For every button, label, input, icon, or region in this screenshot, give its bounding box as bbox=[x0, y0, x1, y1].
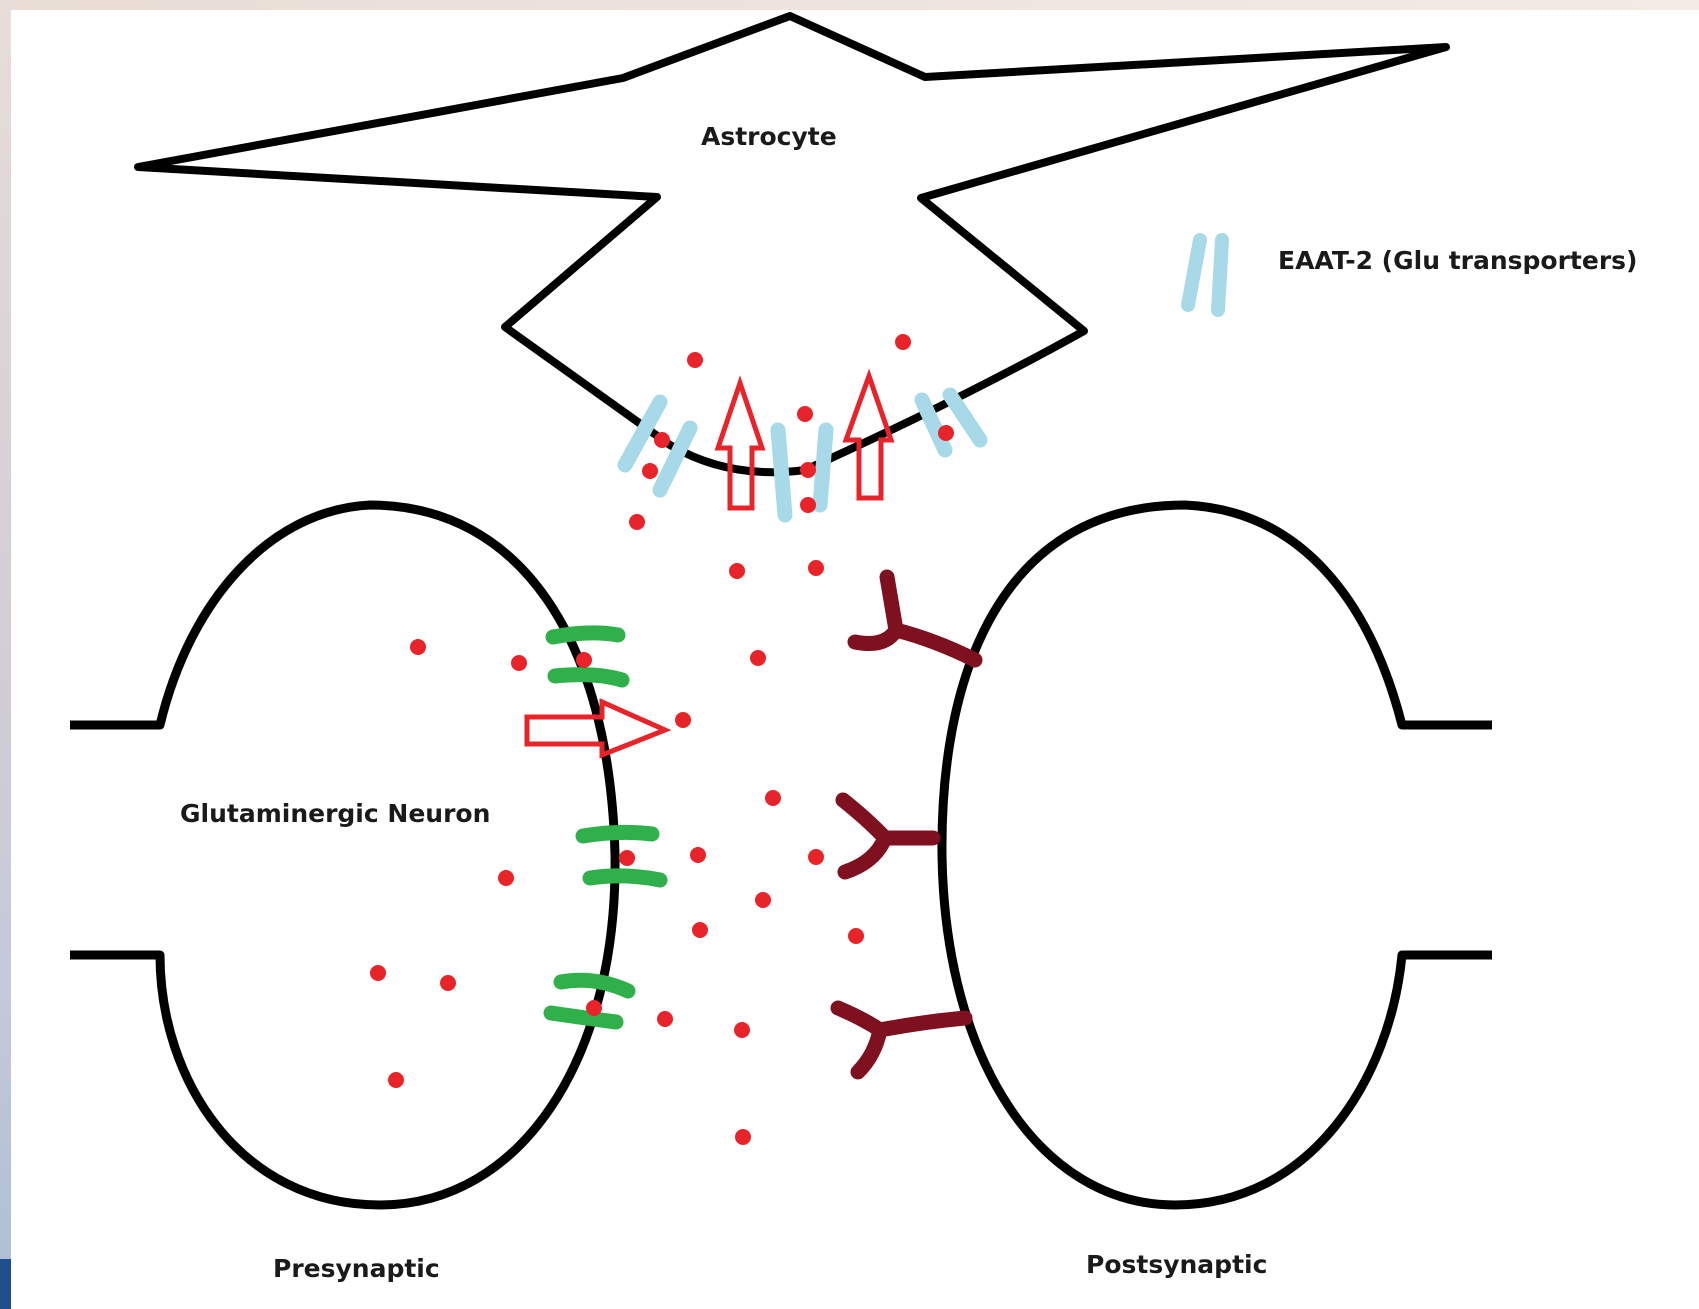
postsynaptic-label: Postsynaptic bbox=[1086, 1250, 1267, 1279]
eaat2-transporter-3b bbox=[950, 395, 980, 440]
presynaptic-label: Presynaptic bbox=[273, 1254, 440, 1283]
glutamate-uptake-arrows bbox=[527, 376, 891, 755]
neuron-label: Glutaminergic Neuron bbox=[180, 799, 490, 828]
eaat2-transporter-2b bbox=[820, 430, 826, 505]
postsynaptic-neuron-outline bbox=[942, 505, 1492, 1205]
legend-label: EAAT-2 (Glu transporters) bbox=[1278, 246, 1637, 275]
uptake-arrow-left bbox=[718, 383, 762, 508]
postsynaptic-receptors bbox=[838, 577, 975, 1072]
eaat2-transporter-icon bbox=[1188, 240, 1222, 310]
receptor-1 bbox=[855, 577, 975, 660]
astrocyte-outline bbox=[138, 16, 1446, 472]
receptor-3 bbox=[838, 1008, 965, 1072]
presynaptic-neuron-outline bbox=[70, 505, 615, 1205]
eaat2-transporter-2 bbox=[778, 430, 785, 515]
receptor-2 bbox=[843, 800, 933, 872]
astrocyte-label: Astrocyte bbox=[701, 122, 837, 151]
